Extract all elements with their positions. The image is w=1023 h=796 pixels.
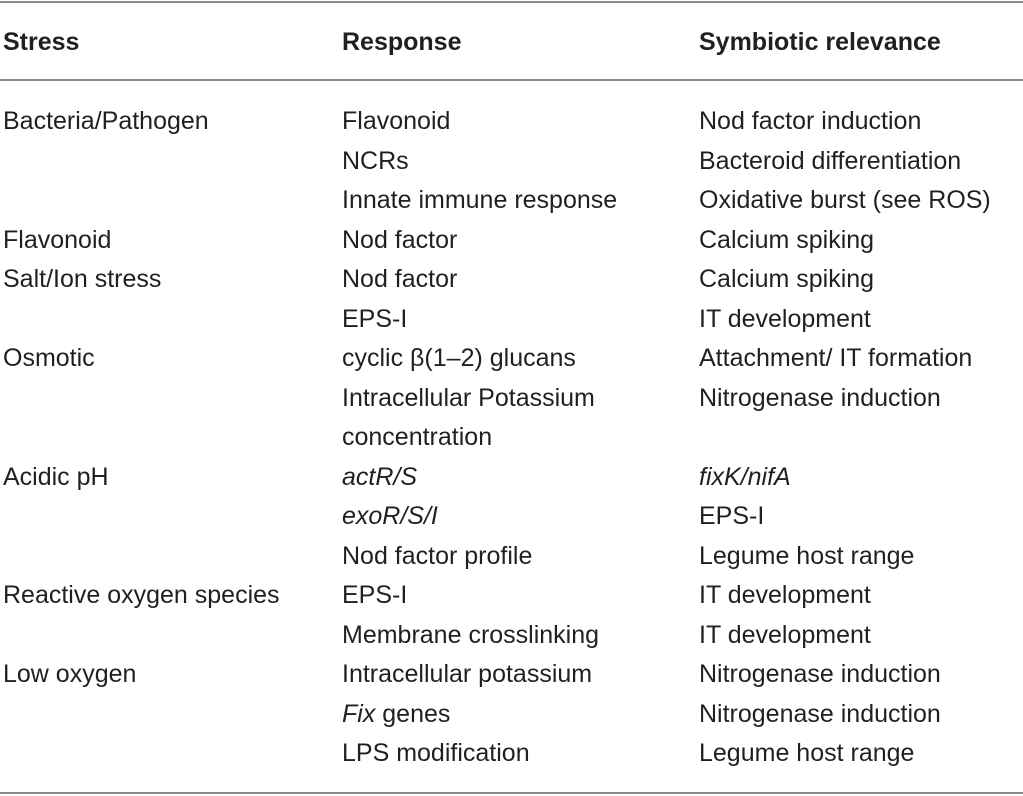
cell-stress: Acidic pH xyxy=(3,462,109,491)
table-row: Reactive oxygen species EPS-I IT develop… xyxy=(0,576,1023,616)
cell-relevance: Attachment/ IT formation xyxy=(699,344,973,372)
cell-relevance: EPS-I xyxy=(699,502,765,530)
cell-response-italic: Fix xyxy=(342,699,376,728)
cell-response: Nod factor profile xyxy=(342,541,533,570)
cell-response: Nod factor xyxy=(342,225,458,254)
table-bottom-rule xyxy=(0,792,1023,794)
cell-relevance: Nitrogenase induction xyxy=(699,383,941,412)
table-body: Bacteria/Pathogen Flavonoid Nod factor i… xyxy=(0,102,1023,774)
cell-relevance: Nod factor induction xyxy=(699,107,922,135)
cell-relevance: Legume host range xyxy=(699,541,915,570)
table-top-rule xyxy=(0,1,1023,3)
cell-relevance: IT development xyxy=(699,304,871,333)
cell-relevance: Nitrogenase induction xyxy=(699,660,941,688)
table-row: Acidic pH actR/S fixK/nifA xyxy=(0,458,1023,498)
cell-response: LPS modification xyxy=(342,739,530,767)
cell-stress: Salt/Ion stress xyxy=(3,265,162,293)
cell-stress: Flavonoid xyxy=(3,225,112,254)
cell-response: cyclic β(1–2) glucans xyxy=(342,344,576,372)
table-row: concentration xyxy=(0,418,1023,458)
cell-response: Membrane crosslinking xyxy=(342,620,600,649)
table-row: Nod factor profile Legume host range xyxy=(0,537,1023,577)
cell-response: Innate immune response xyxy=(342,186,618,214)
table-row: Intracellular Potassium Nitrogenase indu… xyxy=(0,379,1023,419)
table-row: Flavonoid Nod factor Calcium spiking xyxy=(0,221,1023,261)
table-header-row: Stress Response Symbiotic relevance xyxy=(0,22,1023,62)
cell-relevance: fixK/nifA xyxy=(699,462,791,491)
table-row: exoR/S/I EPS-I xyxy=(0,497,1023,537)
cell-stress: Bacteria/Pathogen xyxy=(3,107,209,135)
table-header-rule xyxy=(0,79,1023,81)
cell-stress: Reactive oxygen species xyxy=(3,581,280,609)
cell-response: EPS-I xyxy=(342,304,408,333)
cell-response: EPS-I xyxy=(342,581,408,609)
cell-response: concentration xyxy=(342,423,493,451)
header-response: Response xyxy=(342,28,462,56)
cell-response: Intracellular Potassium xyxy=(342,383,595,412)
cell-relevance: IT development xyxy=(699,620,871,649)
table-row: NCRs Bacteroid differentiation xyxy=(0,142,1023,182)
cell-stress: Low oxygen xyxy=(3,660,137,688)
cell-stress: Osmotic xyxy=(3,344,95,372)
cell-relevance: Legume host range xyxy=(699,739,915,767)
table-row: LPS modification Legume host range xyxy=(0,734,1023,774)
table-row: Innate immune response Oxidative burst (… xyxy=(0,181,1023,221)
table-row: Salt/Ion stress Nod factor Calcium spiki… xyxy=(0,260,1023,300)
header-symbiotic-relevance: Symbiotic relevance xyxy=(699,28,941,56)
cell-relevance: Calcium spiking xyxy=(699,225,875,254)
cell-relevance: Nitrogenase induction xyxy=(699,699,941,728)
header-stress: Stress xyxy=(3,28,80,56)
table-row: Low oxygen Intracellular potassium Nitro… xyxy=(0,655,1023,695)
cell-response: Fix genes xyxy=(342,695,450,735)
cell-response: exoR/S/I xyxy=(342,502,438,530)
cell-response: Nod factor xyxy=(342,265,458,293)
cell-relevance: IT development xyxy=(699,581,871,609)
table-row: EPS-I IT development xyxy=(0,300,1023,340)
cell-response-suffix: genes xyxy=(375,699,451,728)
cell-relevance: Calcium spiking xyxy=(699,265,875,293)
table-row: Osmotic cyclic β(1–2) glucans Attachment… xyxy=(0,339,1023,379)
cell-response: NCRs xyxy=(342,146,409,175)
cell-relevance: Bacteroid differentiation xyxy=(699,146,962,175)
cell-response: actR/S xyxy=(342,462,418,491)
cell-relevance: Oxidative burst (see ROS) xyxy=(699,186,991,214)
cell-response: Intracellular potassium xyxy=(342,660,593,688)
table-row: Membrane crosslinking IT development xyxy=(0,616,1023,656)
table-row: Fix genes Nitrogenase induction xyxy=(0,695,1023,735)
table-row: Bacteria/Pathogen Flavonoid Nod factor i… xyxy=(0,102,1023,142)
cell-response: Flavonoid xyxy=(342,107,451,135)
